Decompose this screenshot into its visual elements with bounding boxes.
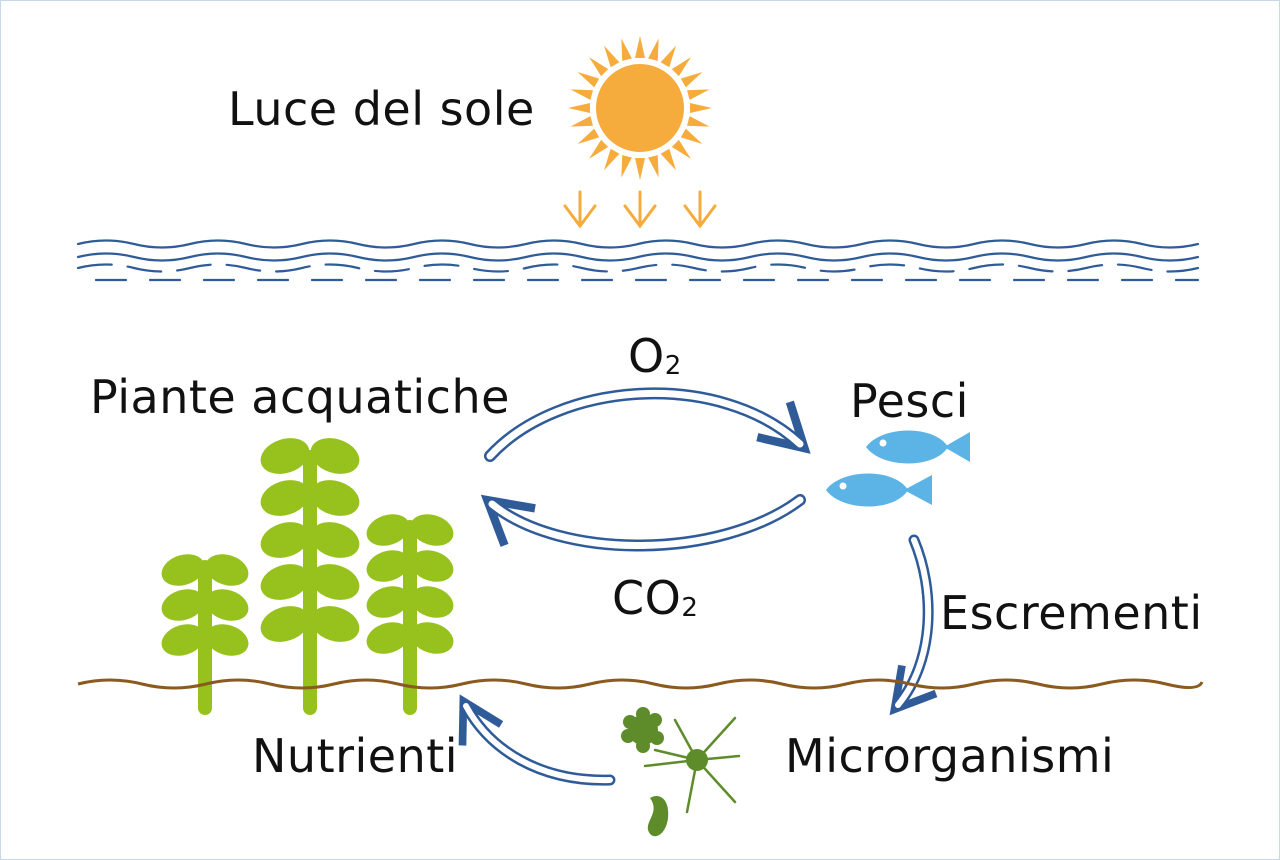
sunlight-label: Luce del sole [228,82,535,136]
excrement-arrow [889,534,938,716]
co2-symbol: CO [612,571,682,625]
sunlight-arrows [563,190,717,229]
oxygen-subscript: 2 [664,351,682,381]
fish-label: Pesci [850,374,969,428]
nutrients-label: Nutrienti [252,729,459,783]
sun-icon [568,36,712,180]
excrement-label: Escrementi [940,586,1203,640]
nutrients-arrow [458,694,616,786]
water-surface [76,239,1200,282]
co2-arrow [480,494,806,552]
co2-subscript: 2 [681,593,698,623]
plants-label: Piante acquatiche [90,370,510,424]
fish-icon [826,473,932,507]
co2-label: CO2 [612,575,698,621]
oxygen-symbol: O [628,329,665,383]
microorganisms-label: Microrganismi [785,729,1115,783]
microorganism-icon [621,707,741,837]
plant-icon [157,432,458,715]
sediment-line [77,678,1204,690]
fish-icon [866,430,970,464]
oxygen-label: O2 [628,333,681,379]
oxygen-arrow [484,387,811,462]
